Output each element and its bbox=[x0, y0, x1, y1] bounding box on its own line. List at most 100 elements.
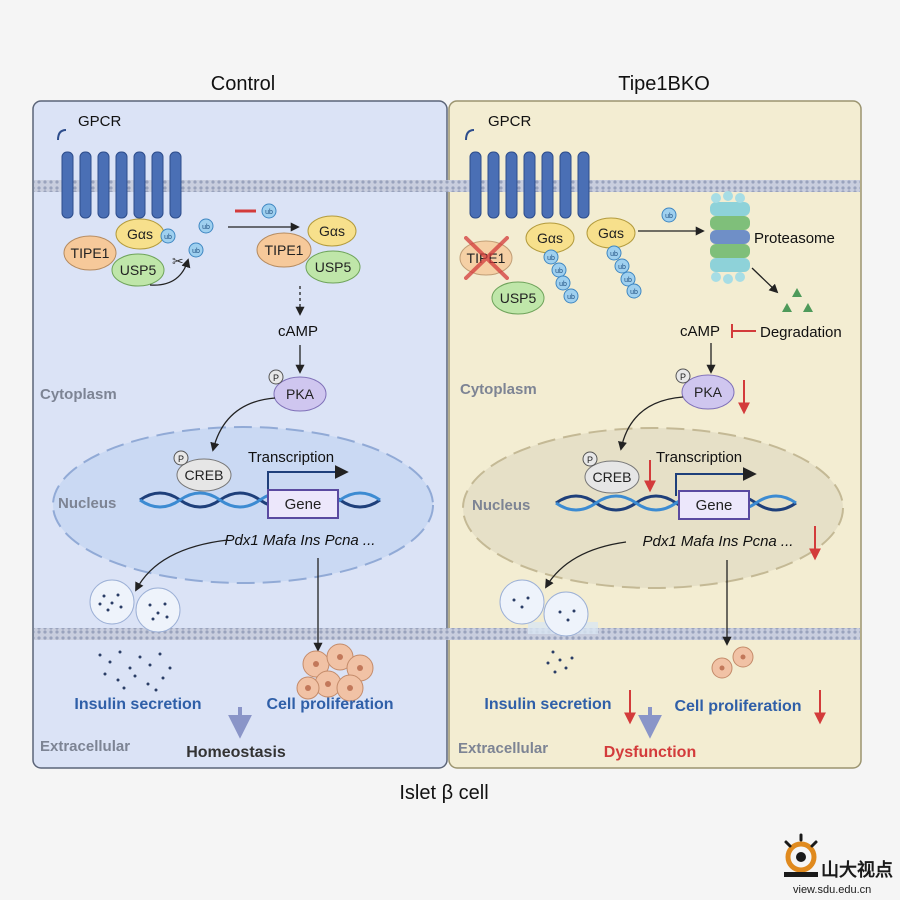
tipe1-label: TIPE1 bbox=[71, 245, 110, 261]
creb-label: CREB bbox=[593, 469, 632, 485]
inhibition-bar bbox=[731, 324, 756, 338]
degradation-label: Degradation bbox=[760, 324, 842, 341]
usp5-ko bbox=[491, 281, 545, 315]
usp5-label: USP5 bbox=[315, 259, 352, 275]
usp5-label: USP5 bbox=[120, 262, 157, 278]
plasma-membrane-bottom bbox=[34, 628, 860, 640]
transcription-arrow bbox=[675, 467, 757, 496]
nucleus-label-control: Nucleus bbox=[58, 495, 116, 512]
pka-label: PKA bbox=[694, 384, 723, 400]
gene-box-control bbox=[267, 489, 339, 519]
insulin-secretion-label-ko: Insulin secretion bbox=[484, 696, 611, 713]
arrow-to-insulin-ko bbox=[545, 541, 627, 589]
phospho-label: P bbox=[273, 373, 279, 383]
gpcr-label-ko: GPCR bbox=[488, 113, 532, 130]
deubiquitination-arrow bbox=[149, 258, 191, 286]
homeostasis-label: Homeostasis bbox=[186, 744, 286, 761]
ub-label: ub bbox=[555, 268, 563, 275]
gas-label: Gαs bbox=[537, 230, 563, 246]
proteasome-icon bbox=[710, 191, 750, 284]
gpcr-receptor-ko bbox=[465, 129, 590, 219]
tipe1-control bbox=[63, 235, 117, 271]
camp-label-ko: cAMP bbox=[680, 323, 720, 340]
cell-proliferation-label-ko: Cell proliferation bbox=[674, 698, 801, 715]
arrow-to-degradation bbox=[751, 267, 779, 294]
arrow-pka-to-creb-ko bbox=[618, 396, 684, 451]
dna-helix-ko bbox=[555, 494, 797, 512]
polyubiquitin-chain-2 bbox=[606, 245, 642, 299]
watermark-text: 山大视点 bbox=[821, 859, 893, 880]
pka-control bbox=[273, 376, 327, 412]
insulin-secretion-label-control: Insulin secretion bbox=[74, 696, 201, 713]
insulin-granules-control bbox=[89, 579, 181, 633]
usp5-stable bbox=[305, 250, 361, 284]
target-genes-control: Pdx1 Mafa Ins Pcna ... bbox=[225, 532, 376, 549]
ub-icon bbox=[661, 207, 677, 223]
ub-label: ub bbox=[624, 277, 632, 284]
usp5-label: USP5 bbox=[500, 290, 537, 306]
pka-label: PKA bbox=[286, 386, 315, 402]
arrow-pka-to-creb bbox=[210, 397, 276, 452]
target-genes-ko: Pdx1 Mafa Ins Pcna ... bbox=[643, 533, 794, 550]
ub-label: ub bbox=[567, 294, 575, 301]
camp-label-control: cAMP bbox=[278, 323, 318, 340]
plasma-membrane-top bbox=[34, 180, 860, 192]
cell-proliferation-label-control: Cell proliferation bbox=[266, 696, 393, 713]
nucleus-label-ko: Nucleus bbox=[472, 497, 530, 514]
phospho-icon bbox=[582, 451, 598, 467]
proliferating-cells-ko bbox=[711, 646, 754, 679]
panel-title-ko: Tipe1BKO bbox=[618, 73, 710, 95]
dysfunction-label: Dysfunction bbox=[604, 744, 696, 761]
ub-label: ub bbox=[547, 255, 555, 262]
gas-label: Gαs bbox=[127, 226, 153, 242]
phospho-label: P bbox=[587, 455, 593, 465]
ub-label: ub bbox=[202, 224, 210, 231]
ub-cluster-control bbox=[160, 218, 214, 258]
knockout-cross-icon bbox=[464, 236, 509, 280]
transcription-arrow bbox=[267, 465, 349, 494]
ub-label: ub bbox=[630, 289, 638, 296]
ub-label: ub bbox=[618, 264, 626, 271]
proteasome-label: Proteasome bbox=[754, 230, 835, 247]
ub-label: ub bbox=[164, 234, 172, 241]
gene-box-ko bbox=[678, 490, 750, 520]
creb-control bbox=[176, 458, 232, 492]
phospho-icon bbox=[675, 368, 691, 384]
figure-caption: Islet β cell bbox=[399, 782, 488, 804]
ub-label: ub bbox=[610, 251, 618, 258]
arrow-to-insulin-control bbox=[135, 539, 229, 592]
pka-ko bbox=[681, 374, 735, 410]
proliferating-cells-control bbox=[296, 643, 374, 702]
secreted-insulin-ko bbox=[546, 650, 574, 674]
transcription-label-control: Transcription bbox=[248, 449, 334, 466]
creb-ko bbox=[584, 460, 640, 494]
gas-label: Gαs bbox=[598, 225, 624, 241]
transcription-label-ko: Transcription bbox=[656, 449, 742, 466]
phospho-label: P bbox=[680, 372, 686, 382]
panel-title-control: Control bbox=[211, 73, 275, 95]
cytoplasm-label-ko: Cytoplasm bbox=[460, 381, 537, 398]
gpcr-label-control: GPCR bbox=[78, 113, 122, 130]
phospho-icon bbox=[173, 450, 189, 466]
polyubiquitin-chain-1 bbox=[543, 249, 579, 304]
phospho-icon bbox=[268, 369, 284, 385]
tipe1-stable bbox=[256, 232, 312, 268]
tipe1-label: TIPE1 bbox=[265, 242, 304, 258]
creb-label: CREB bbox=[185, 467, 224, 483]
extracellular-label-control: Extracellular bbox=[40, 738, 130, 755]
gene-label: Gene bbox=[696, 497, 733, 514]
ub-label: ub bbox=[192, 248, 200, 255]
ub-minus-icon bbox=[261, 203, 277, 219]
dna-helix-control bbox=[139, 491, 381, 509]
ub-label: ub bbox=[265, 209, 273, 216]
ub-label: ub bbox=[665, 213, 673, 220]
gene-label: Gene bbox=[285, 496, 322, 513]
watermark-url: view.sdu.edu.cn bbox=[793, 884, 871, 896]
gas-stable bbox=[307, 215, 357, 247]
watermark-logo bbox=[784, 833, 818, 877]
cytoplasm-label-control: Cytoplasm bbox=[40, 386, 117, 403]
scissors-icon: ✂ bbox=[172, 253, 184, 269]
degraded-fragments-icon bbox=[782, 288, 813, 312]
gpcr-receptor-control bbox=[57, 129, 182, 219]
